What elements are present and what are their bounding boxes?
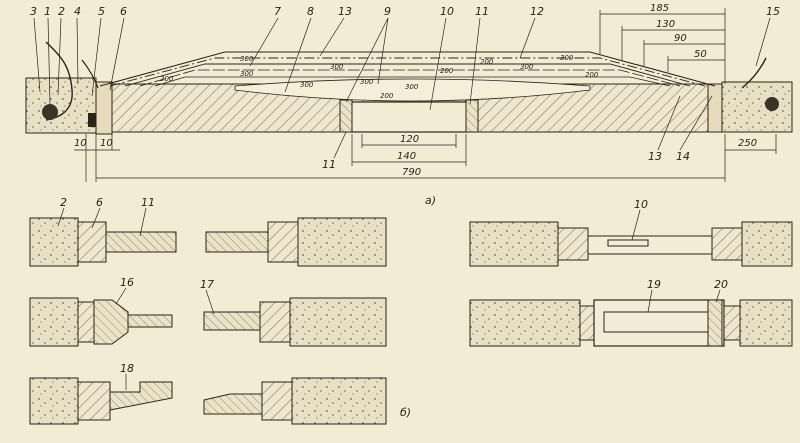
callout-11-bottom: 11 xyxy=(322,158,336,171)
callout-11: 11 xyxy=(475,5,489,18)
detail-callouts: 2 6 11 10 16 17 19 20 18 xyxy=(57,196,728,390)
sleeve-clamp-right xyxy=(465,99,479,133)
main-section xyxy=(25,41,793,135)
callout-2: 2 xyxy=(58,5,65,18)
dim-790: 790 xyxy=(402,167,421,178)
layer-mark: 200 xyxy=(160,75,174,83)
right-concrete-block xyxy=(721,81,793,133)
dim-120: 120 xyxy=(400,134,419,145)
callout-5: 5 xyxy=(98,5,105,18)
winding-layer-5 xyxy=(154,76,671,87)
part-a-label: а) xyxy=(425,194,436,207)
detail-callout-18: 18 xyxy=(120,362,134,375)
callout-7: 7 xyxy=(274,5,281,18)
dim-50: 50 xyxy=(694,49,707,60)
winding-layer-outer xyxy=(99,51,716,87)
detail-views xyxy=(29,217,793,425)
inner-insulation-lens xyxy=(234,78,591,102)
right-terminal xyxy=(707,83,723,133)
callout-13-bottom: 13 xyxy=(648,150,662,163)
layer-mark: 300 xyxy=(560,54,574,62)
layer-marks: 300 300 300 200 300 300 200 300 200 200 … xyxy=(160,54,599,100)
callout-10: 10 xyxy=(440,5,454,18)
detail-callout-16: 16 xyxy=(120,276,134,289)
right-cable-core xyxy=(765,97,779,111)
layer-mark: 200 xyxy=(380,92,394,100)
callout-14-bottom: 14 xyxy=(676,150,690,163)
detail-callout-11: 11 xyxy=(141,196,155,209)
dim-140: 140 xyxy=(397,151,416,162)
left-ground-wire xyxy=(45,41,73,121)
layer-mark: 200 xyxy=(480,58,494,66)
winding-layer-2 xyxy=(109,57,706,87)
detail-row1-left xyxy=(29,217,387,267)
layer-mark: 300 xyxy=(240,55,254,63)
bottom-dimensions: 10 10 120 140 790 250 xyxy=(74,134,777,182)
dim-250: 250 xyxy=(738,138,757,149)
callout-13: 13 xyxy=(338,5,352,18)
callout-9: 9 xyxy=(384,5,391,18)
dim-185: 185 xyxy=(650,3,669,14)
detail-row3-left xyxy=(29,377,387,425)
layer-mark: 300 xyxy=(405,83,419,91)
detail-callout-17: 17 xyxy=(200,278,214,291)
left-cable-core xyxy=(42,104,58,120)
dim-130: 130 xyxy=(656,19,675,30)
left-concrete-block xyxy=(25,77,97,134)
left-ground-wire-2 xyxy=(81,59,99,89)
dim-10-left: 10 xyxy=(74,138,87,149)
detail-row1-right xyxy=(469,221,793,267)
dim-10-right: 10 xyxy=(100,138,113,149)
top-callouts: 3 1 2 4 5 6 7 8 13 9 10 11 12 15 xyxy=(30,5,780,111)
winding-layer-3 xyxy=(124,63,691,87)
winding-layer-4 xyxy=(139,69,681,87)
detail-row2-right xyxy=(469,299,793,347)
sleeve-clamp-left xyxy=(339,99,353,133)
callout-6: 6 xyxy=(120,5,127,18)
callout-3: 3 xyxy=(30,5,37,18)
central-sleeve xyxy=(349,101,469,133)
callout-12: 12 xyxy=(530,5,544,18)
detail-callout-19: 19 xyxy=(647,278,661,291)
left-terminal-mark xyxy=(88,113,96,127)
dim-90: 90 xyxy=(674,33,687,44)
callout-1: 1 xyxy=(44,5,51,18)
callout-8: 8 xyxy=(307,5,314,18)
callout-4: 4 xyxy=(74,5,81,18)
bottom-callouts: 11 13 14 xyxy=(322,95,713,171)
layer-mark: 300 xyxy=(300,81,314,89)
layer-mark: 200 xyxy=(440,67,454,75)
layer-mark: 300 xyxy=(520,63,534,71)
layer-mark: 200 xyxy=(585,71,599,79)
top-right-dimensions: 185 130 90 50 xyxy=(599,3,726,84)
detail-callout-10: 10 xyxy=(634,198,648,211)
part-b-label: б) xyxy=(400,406,411,419)
detail-callout-20: 20 xyxy=(714,278,728,291)
detail-callout-2: 2 xyxy=(60,196,67,209)
callout-15: 15 xyxy=(766,5,780,18)
detail-callout-6: 6 xyxy=(96,196,103,209)
layer-mark: 300 xyxy=(240,70,254,78)
layer-mark: 300 xyxy=(330,63,344,71)
layer-mark: 300 xyxy=(360,78,374,86)
detail-row2-left xyxy=(29,297,387,347)
right-ground-wire xyxy=(741,57,767,89)
left-terminal xyxy=(95,81,113,135)
